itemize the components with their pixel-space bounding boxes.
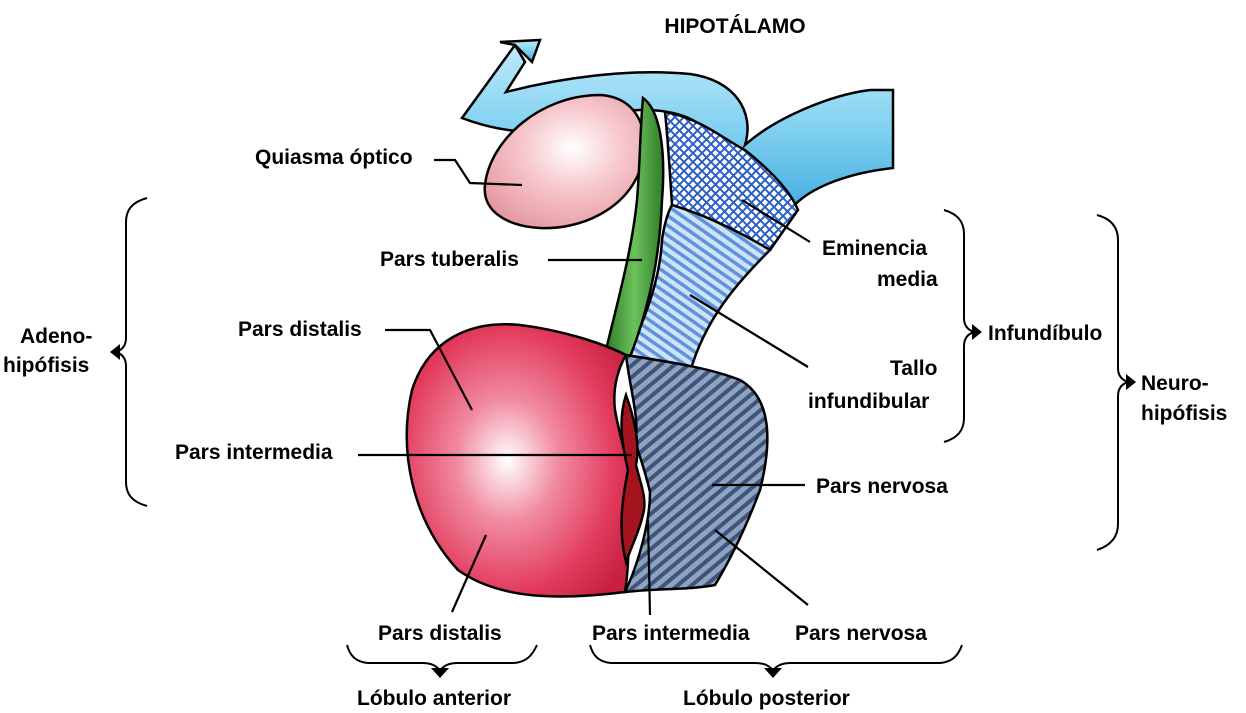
label-lobulo-posterior: Lóbulo posterior: [683, 687, 850, 710]
label-pars-nervosa-bottom: Pars nervosa: [795, 622, 927, 645]
bracket-infundibulo: [944, 210, 974, 442]
bracket-lobulo-posterior-tip: [764, 668, 782, 678]
bracket-neurohipofisis-tip: [1126, 374, 1136, 390]
label-tallo-line1: Tallo: [890, 357, 937, 380]
label-adeno-line2: hipófisis: [3, 354, 89, 377]
bracket-lobulo-posterior: [590, 645, 962, 670]
label-pars-tuberalis: Pars tuberalis: [380, 248, 519, 271]
label-hypothalamus: HIPOTÁLAMO: [664, 15, 805, 38]
label-optic-chiasm: Quiasma óptico: [255, 146, 413, 169]
label-pars-nervosa-right: Pars nervosa: [816, 475, 948, 498]
label-lobulo-anterior: Lóbulo anterior: [357, 687, 511, 710]
label-eminencia-line2: media: [877, 268, 938, 291]
label-adeno-line1: Adeno-: [20, 325, 92, 348]
pars-distalis-shape: [407, 324, 630, 596]
label-pars-intermedia-left: Pars intermedia: [175, 441, 333, 464]
label-pars-distalis-top: Pars distalis: [238, 318, 362, 341]
bracket-neurohipofisis: [1097, 215, 1128, 550]
label-eminencia-line1: Eminencia: [822, 237, 927, 260]
label-neuro-line2: hipófisis: [1141, 402, 1227, 425]
leader-pars-nervosa-bottom: [715, 530, 808, 605]
label-pars-distalis-bottom: Pars distalis: [378, 622, 502, 645]
label-neuro-line1: Neuro-: [1141, 372, 1209, 395]
bracket-adenohipofisis: [116, 198, 147, 506]
pars-nervosa-shape: [625, 355, 767, 592]
label-pars-intermedia-bottom: Pars intermedia: [592, 622, 750, 645]
bracket-lobulo-anterior: [347, 645, 537, 670]
bracket-infundibulo-tip: [972, 324, 982, 340]
bracket-adenohipofisis-tip: [110, 344, 120, 360]
label-infundibulo: Infundíbulo: [988, 322, 1102, 345]
bracket-lobulo-anterior-tip: [431, 668, 449, 678]
label-tallo-line2: infundibular: [808, 390, 929, 413]
